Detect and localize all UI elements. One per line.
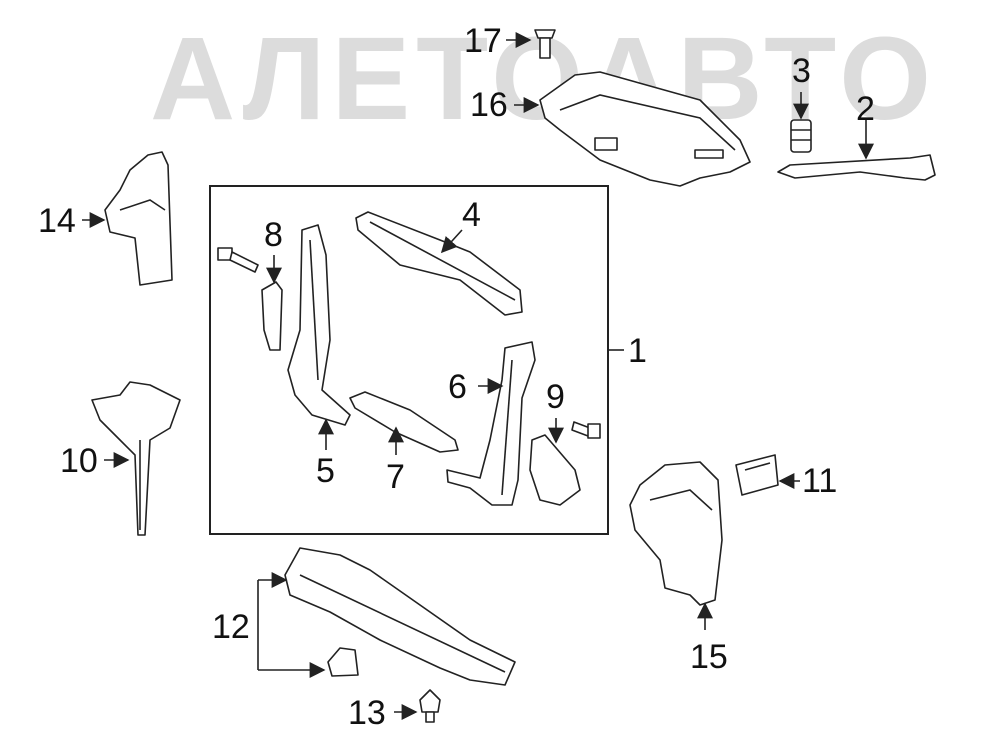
part-9-bracket xyxy=(529,434,581,506)
callout-17: 17 xyxy=(464,22,502,60)
callout-12: 12 xyxy=(212,608,250,646)
callout-15: 15 xyxy=(690,638,728,676)
part-12-lower-support xyxy=(284,547,516,686)
leader-4 xyxy=(440,229,463,254)
part-12-clip xyxy=(327,647,359,677)
callout-7: 7 xyxy=(386,458,405,496)
callout-9: 9 xyxy=(546,378,565,416)
part-14-deflector-left xyxy=(104,151,173,286)
assembly-frame xyxy=(209,185,609,535)
callout-5: 5 xyxy=(316,452,335,490)
callout-13: 13 xyxy=(348,694,386,732)
callout-2: 2 xyxy=(856,90,875,128)
part-3-bumper xyxy=(790,119,812,153)
callout-14: 14 xyxy=(38,202,76,240)
callout-10: 10 xyxy=(60,442,98,480)
part-13-clip xyxy=(419,689,441,723)
part-5-support-left xyxy=(287,224,351,426)
callout-4: 4 xyxy=(462,196,481,234)
part-2-bracket xyxy=(777,154,936,181)
callout-16: 16 xyxy=(470,86,508,124)
callout-1: 1 xyxy=(628,332,647,370)
callout-8: 8 xyxy=(264,216,283,254)
part-10-seal-left xyxy=(91,381,181,536)
part-8-bracket xyxy=(261,281,283,351)
part-4-upper-brace xyxy=(355,211,523,316)
callout-11: 11 xyxy=(802,462,838,500)
part-9-bolt xyxy=(571,421,601,439)
part-17-clip xyxy=(534,29,556,59)
part-7-lower-brace xyxy=(349,391,459,453)
part-8-bolt xyxy=(217,247,259,273)
part-15-deflector-right xyxy=(629,461,723,606)
callout-3: 3 xyxy=(792,52,811,90)
part-16-upper-cover xyxy=(539,71,751,187)
callout-6: 6 xyxy=(448,368,467,406)
part-11-bracket xyxy=(735,454,779,496)
part-6-support-right xyxy=(446,341,536,506)
